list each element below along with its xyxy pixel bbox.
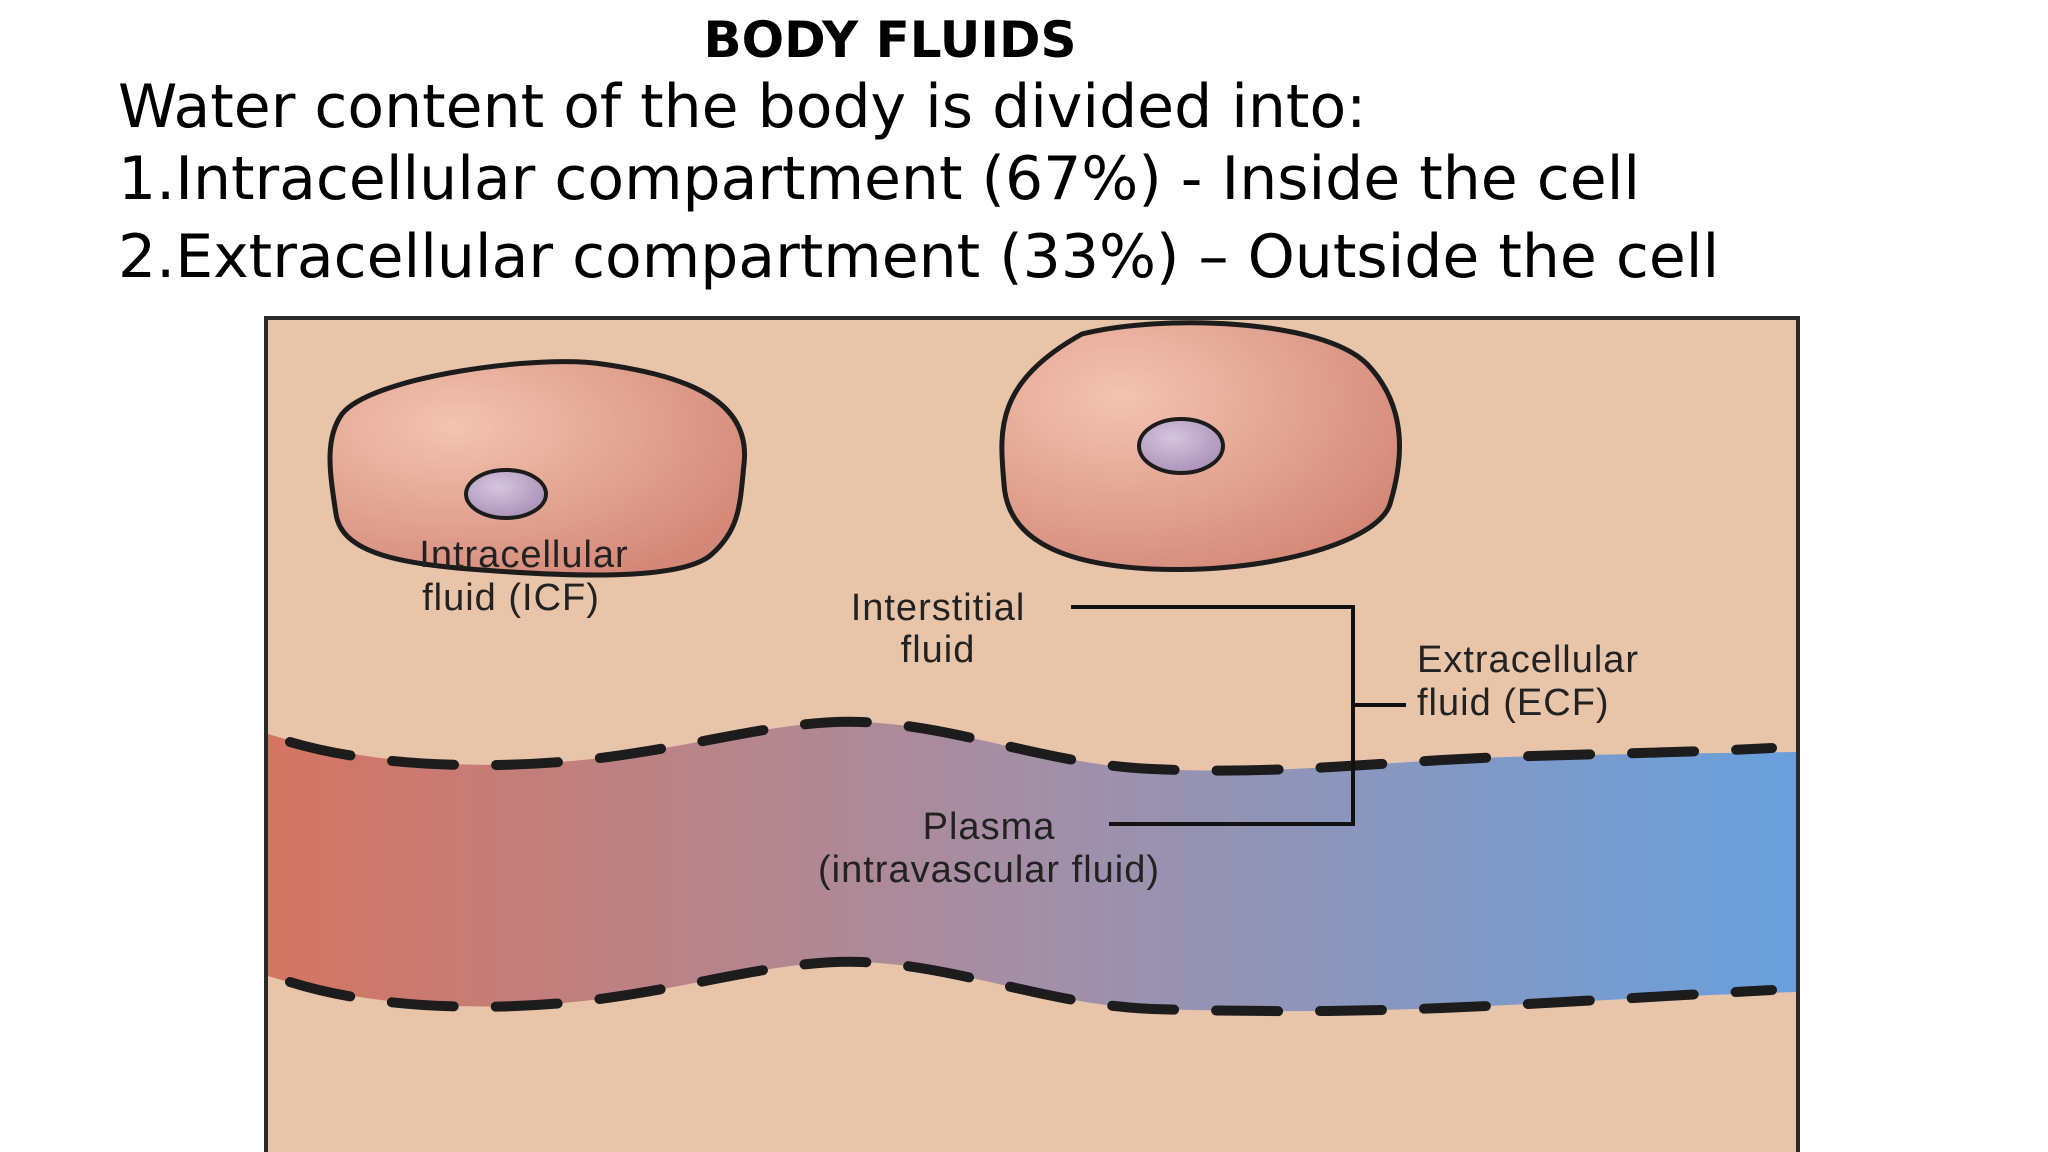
ecf-label-line2: fluid (ECF) xyxy=(1417,682,1610,724)
diagram-svg: Intracellular fluid (ICF) Interstitial f… xyxy=(264,316,1800,1152)
nucleus-right xyxy=(1137,417,1225,475)
icf-label-line1: Intracellular xyxy=(419,534,628,576)
body-fluids-diagram: Intracellular fluid (ICF) Interstitial f… xyxy=(262,314,1802,1152)
interstitial-label-line2: fluid xyxy=(901,629,976,671)
icf-label-line2: fluid (ICF) xyxy=(422,577,600,619)
compartment-list: 1.Intracellular compartment (67%) - Insi… xyxy=(118,140,1719,296)
list-item-extracellular: 2.Extracellular compartment (33%) – Outs… xyxy=(118,222,1720,292)
plasma-label-line2: (intravascular fluid) xyxy=(818,849,1160,891)
cell-left xyxy=(327,359,747,578)
vessel-wall-bottom xyxy=(285,956,1777,1017)
vessel-wall-top xyxy=(285,716,1777,776)
plasma-label-line1: Plasma xyxy=(923,806,1056,848)
ecf-bracket xyxy=(1071,605,1355,826)
nucleus-left xyxy=(464,468,548,520)
list-item-intracellular: 1.Intracellular compartment (67%) - Insi… xyxy=(118,144,1641,214)
ecf-label-line1: Extracellular xyxy=(1417,639,1639,681)
intro-text: Water content of the body is divided int… xyxy=(118,72,1367,142)
blood-vessel xyxy=(268,721,1796,1012)
slide-title: BODY FLUIDS xyxy=(703,11,1077,69)
interstitial-label-line1: Interstitial xyxy=(851,587,1026,629)
